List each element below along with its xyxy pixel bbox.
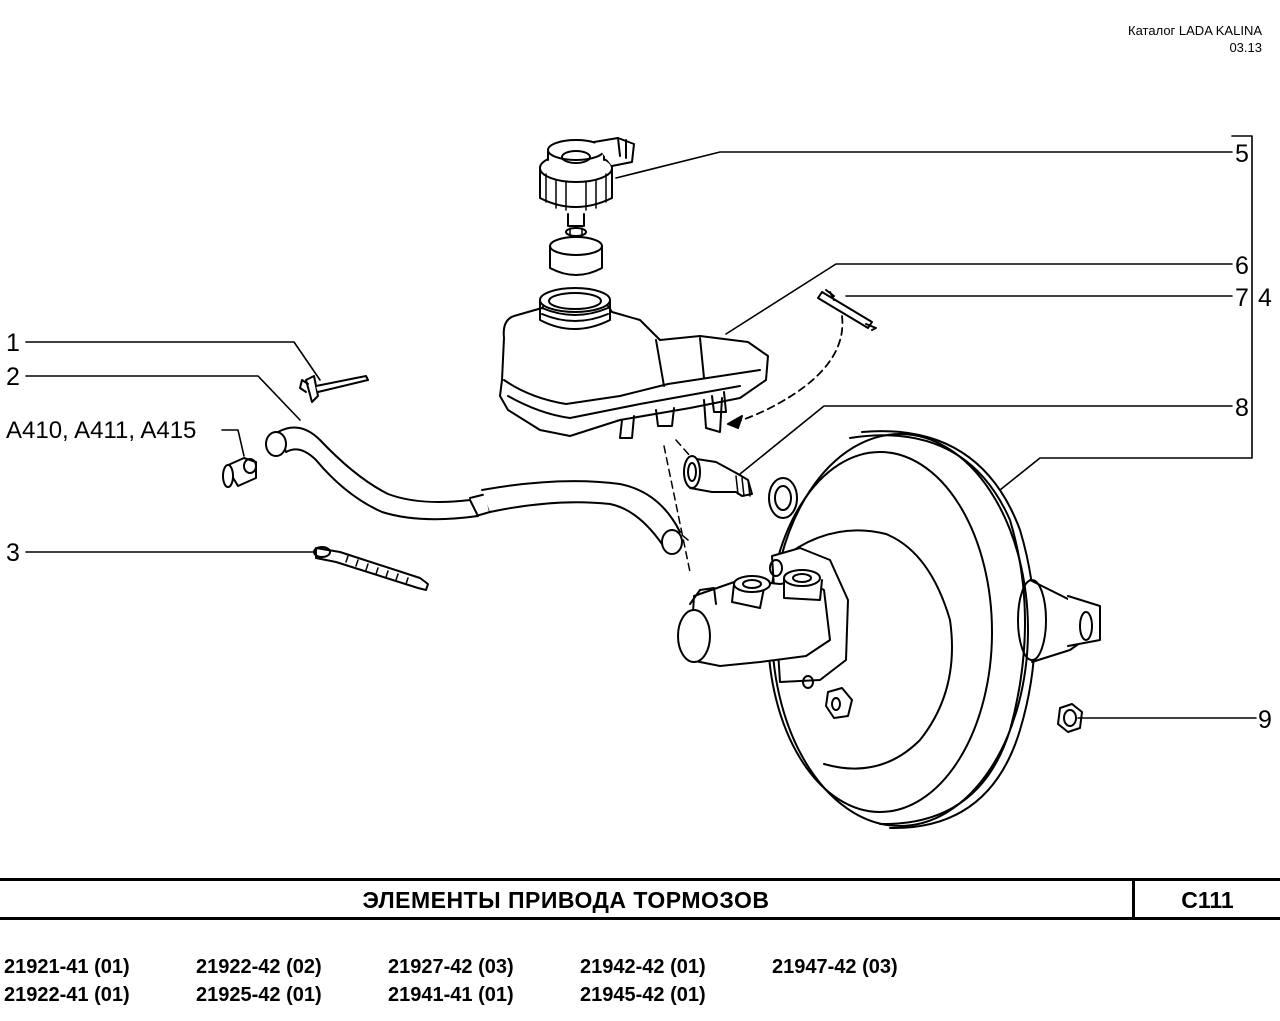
leader-lines <box>25 135 1257 719</box>
callout-ref-a410: A410, A411, A415 <box>6 417 196 444</box>
model-code: 21927-42 (03) <box>388 956 514 978</box>
model-code: 21922-41 (01) <box>4 984 130 1006</box>
catalog-date: 03.13 <box>1229 40 1262 55</box>
leader-5 <box>615 151 1233 179</box>
model-list: 21921-41 (01) 21922-41 (01) 21922-42 (02… <box>4 956 1004 1016</box>
reservoir-float <box>549 236 603 276</box>
callout-3: 3 <box>6 539 20 567</box>
model-code: 21925-42 (01) <box>196 984 322 1006</box>
callout-6: 6 <box>1235 252 1249 280</box>
model-code: 21921-41 (01) <box>4 956 130 978</box>
part-1-clip <box>299 375 369 403</box>
part-6-reservoir <box>499 287 769 439</box>
part-8-grommet <box>683 455 753 497</box>
part-9-nut <box>1057 703 1083 733</box>
callout-9: 9 <box>1258 706 1272 734</box>
leader-8 <box>739 405 1233 475</box>
model-code: 21945-42 (01) <box>580 984 706 1006</box>
callout-2: 2 <box>6 363 20 391</box>
assembly-arrow-7 <box>727 315 844 425</box>
arrow-head <box>727 415 743 429</box>
group-bracket-4 <box>999 135 1253 491</box>
part-5-reservoir-cap <box>539 137 635 239</box>
model-code: 21942-42 (01) <box>580 956 706 978</box>
brake-drive-diagram: 1 2 3 4 5 6 7 8 9 A410, A411, A415 <box>6 135 1272 830</box>
leader-1 <box>25 341 321 381</box>
model-code: 21941-41 (01) <box>388 984 514 1006</box>
callout-8: 8 <box>1235 394 1249 422</box>
leader-6 <box>725 263 1233 335</box>
title-divider <box>1132 881 1135 917</box>
fitting-a410 <box>222 457 257 488</box>
part-7-pin <box>817 289 877 331</box>
title-bar: ЭЛЕМЕНТЫ ПРИВОДА ТОРМОЗОВ C111 <box>0 878 1280 920</box>
leader-2 <box>25 375 301 421</box>
grommet-ring <box>768 477 798 519</box>
master-cylinder <box>677 547 853 719</box>
model-code: 21947-42 (03) <box>772 956 898 978</box>
callout-7: 7 <box>1235 284 1249 312</box>
catalog-name: Каталог LADA KALINA <box>1128 23 1262 38</box>
part-3-cable-tie <box>313 546 429 591</box>
catalog-header: Каталог LADA KALINA 03.13 <box>1128 22 1262 56</box>
part-2-hose <box>265 426 683 555</box>
model-code: 21922-42 (02) <box>196 956 322 978</box>
callout-5: 5 <box>1235 140 1249 168</box>
section-code: C111 <box>1181 887 1234 913</box>
callout-1: 1 <box>6 329 20 357</box>
leader-ref <box>221 429 245 457</box>
callout-4: 4 <box>1258 284 1272 312</box>
page-title: ЭЛЕМЕНТЫ ПРИВОДА ТОРМОЗОВ <box>362 887 770 913</box>
